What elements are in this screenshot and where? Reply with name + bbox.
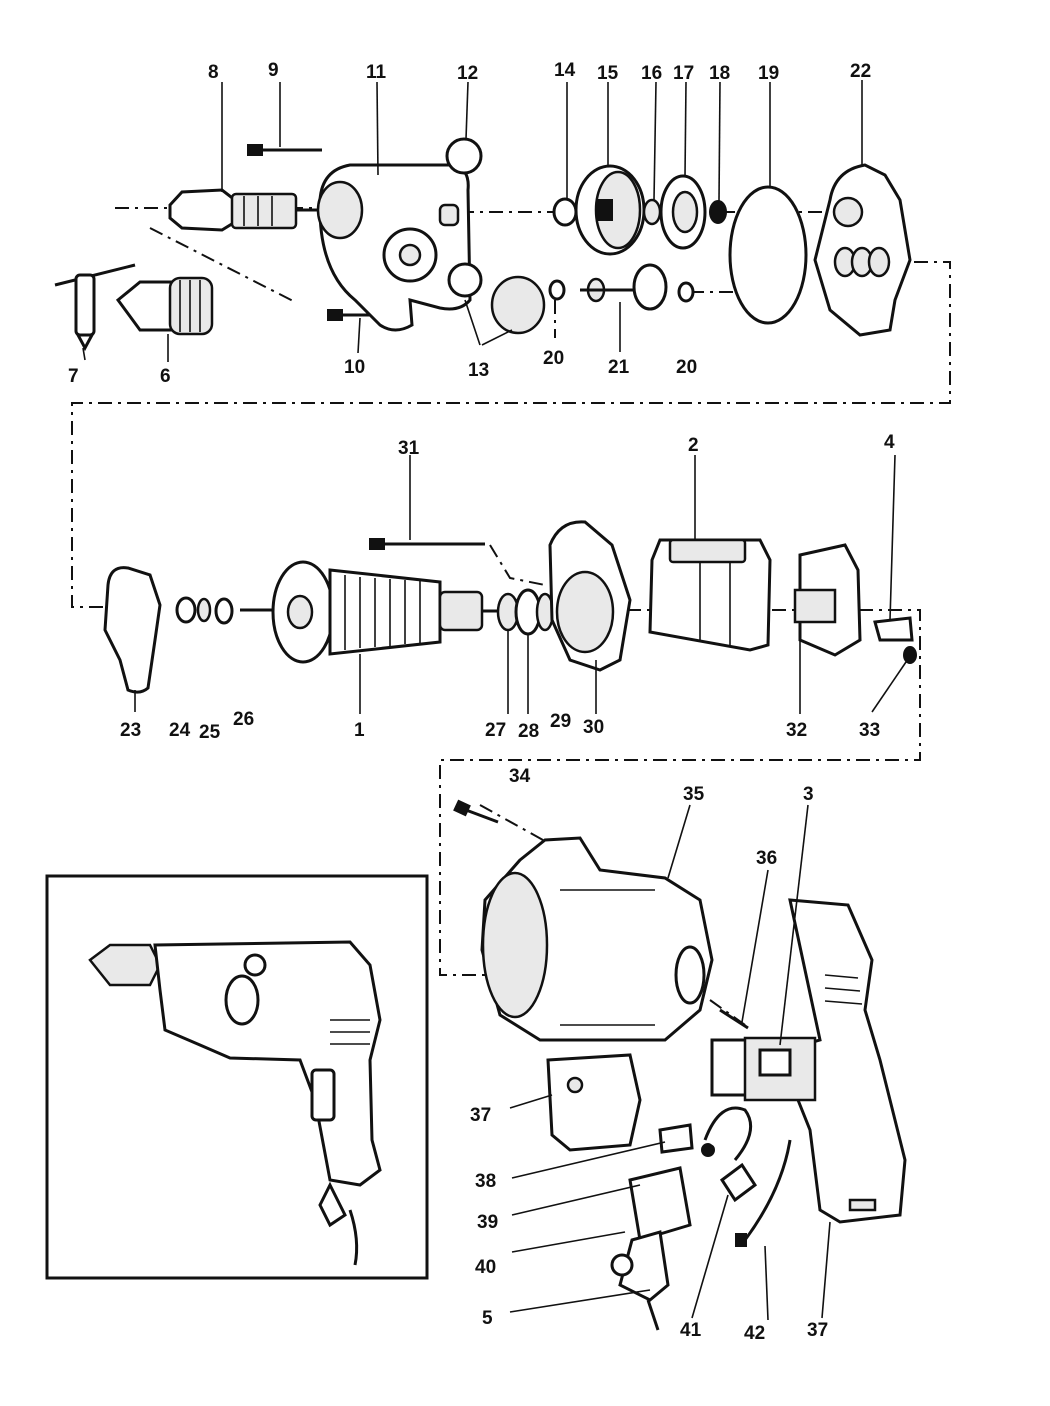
label-5: 5: [482, 1308, 493, 1329]
cord-guard-part: [610, 1166, 692, 1331]
screw-part-9: [247, 144, 322, 156]
switch-knob-part: [447, 262, 546, 346]
switch-part: [710, 1036, 817, 1102]
gear-part-17: [659, 174, 707, 250]
label-13: 13: [468, 360, 489, 381]
label-1: 1: [354, 720, 365, 741]
clip-part-25: [196, 597, 212, 623]
label-16: 16: [641, 63, 662, 84]
label-33: 33: [859, 720, 880, 741]
label-25: 25: [199, 722, 221, 743]
baffle-part: [103, 566, 162, 694]
label-31: 31: [398, 438, 420, 459]
screw-part-34: [453, 799, 499, 824]
label-22: 22: [850, 61, 871, 82]
washer-part-24: [175, 596, 197, 624]
label-2: 2: [688, 435, 699, 456]
chuck-part: [115, 276, 214, 336]
label-27: 27: [485, 720, 506, 741]
label-32: 32: [786, 720, 807, 741]
label-17: 17: [673, 63, 694, 84]
label-38: 38: [475, 1171, 496, 1192]
label-8: 8: [208, 62, 219, 83]
part-number-labels: 8 9 11 12 14 15 16 17 18 19 22 7 6 10 13…: [68, 60, 895, 1344]
cord-clamp-part: [658, 1123, 715, 1157]
plug-part: [445, 137, 483, 175]
label-19: 19: [758, 63, 779, 84]
nut-part: [709, 200, 727, 224]
label-10: 10: [344, 357, 365, 378]
motor-housing-part: [480, 836, 714, 1042]
field-part: [648, 538, 772, 652]
label-7: 7: [68, 366, 79, 387]
bearing-part-16: [642, 198, 662, 226]
label-36: 36: [756, 848, 777, 869]
label-4: 4: [884, 432, 895, 453]
label-23: 23: [120, 720, 141, 741]
spindle-part: [168, 188, 325, 232]
label-40: 40: [475, 1257, 496, 1278]
label-37b: 37: [807, 1320, 828, 1341]
label-18: 18: [709, 63, 730, 84]
label-12: 12: [457, 63, 478, 84]
label-34: 34: [509, 766, 531, 787]
gear-housing-part: [316, 163, 472, 332]
label-14: 14: [554, 60, 576, 81]
label-11: 11: [366, 62, 387, 83]
screw-part-36: [719, 1008, 749, 1030]
carbon-brush-part: [873, 616, 914, 642]
label-15: 15: [597, 63, 619, 84]
washer-part-26: [214, 597, 234, 625]
label-26: 26: [233, 709, 254, 730]
label-28: 28: [518, 721, 539, 742]
washer-part-20b: [677, 281, 695, 303]
label-41: 41: [680, 1320, 702, 1341]
label-29: 29: [550, 711, 571, 732]
label-30: 30: [583, 717, 604, 738]
motor-bracket-part: [548, 520, 632, 672]
o-ring-part: [728, 185, 808, 325]
spring-part: [903, 646, 917, 664]
label-39: 39: [477, 1212, 498, 1233]
label-9: 9: [268, 60, 279, 81]
armature-part: [240, 560, 500, 664]
label-42: 42: [744, 1323, 765, 1344]
label-37a: 37: [470, 1105, 491, 1126]
ring-part: [552, 197, 578, 227]
label-20a: 20: [543, 348, 564, 369]
large-gear-part: [574, 164, 646, 256]
label-3: 3: [803, 784, 814, 805]
label-24: 24: [169, 720, 191, 741]
suppressor-part: [703, 1106, 758, 1203]
label-20b: 20: [676, 357, 697, 378]
label-21: 21: [608, 357, 630, 378]
assembled-drill-inset: [45, 874, 429, 1280]
brush-holder-part: [793, 543, 862, 657]
washer-part-20a: [548, 279, 566, 301]
handle-half-part-37a: [546, 1053, 642, 1152]
label-35: 35: [683, 784, 705, 805]
pinion-shaft-part: [580, 263, 668, 311]
chuck-key-part: [54, 263, 136, 352]
screw-part-31: [369, 538, 485, 550]
gear-cover-part: [813, 163, 912, 337]
leader-lines: [82, 80, 907, 1321]
wire-part: [735, 1139, 792, 1247]
label-6: 6: [160, 366, 171, 387]
